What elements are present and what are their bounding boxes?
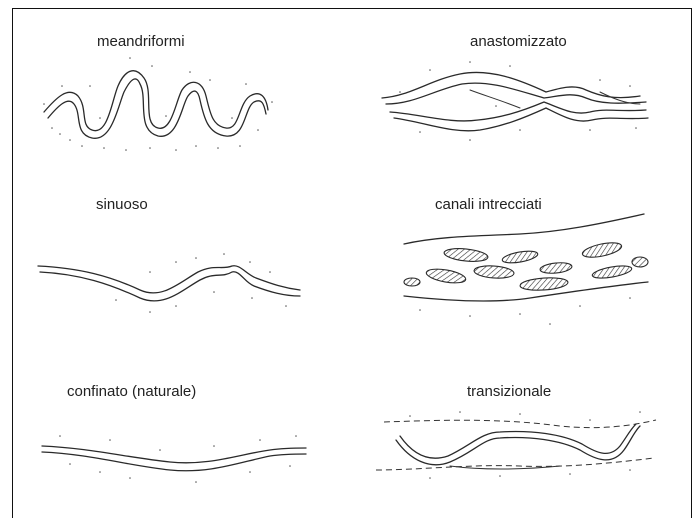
- sinuous-channel-sketch: [38, 253, 300, 313]
- transitional-channel-sketch: [376, 411, 656, 479]
- braided-channel-sketch: [404, 214, 648, 325]
- confined-channel-sketch: [42, 435, 306, 483]
- meandering-channel-sketch: [43, 57, 273, 151]
- anastomosing-channel-sketch: [382, 61, 648, 141]
